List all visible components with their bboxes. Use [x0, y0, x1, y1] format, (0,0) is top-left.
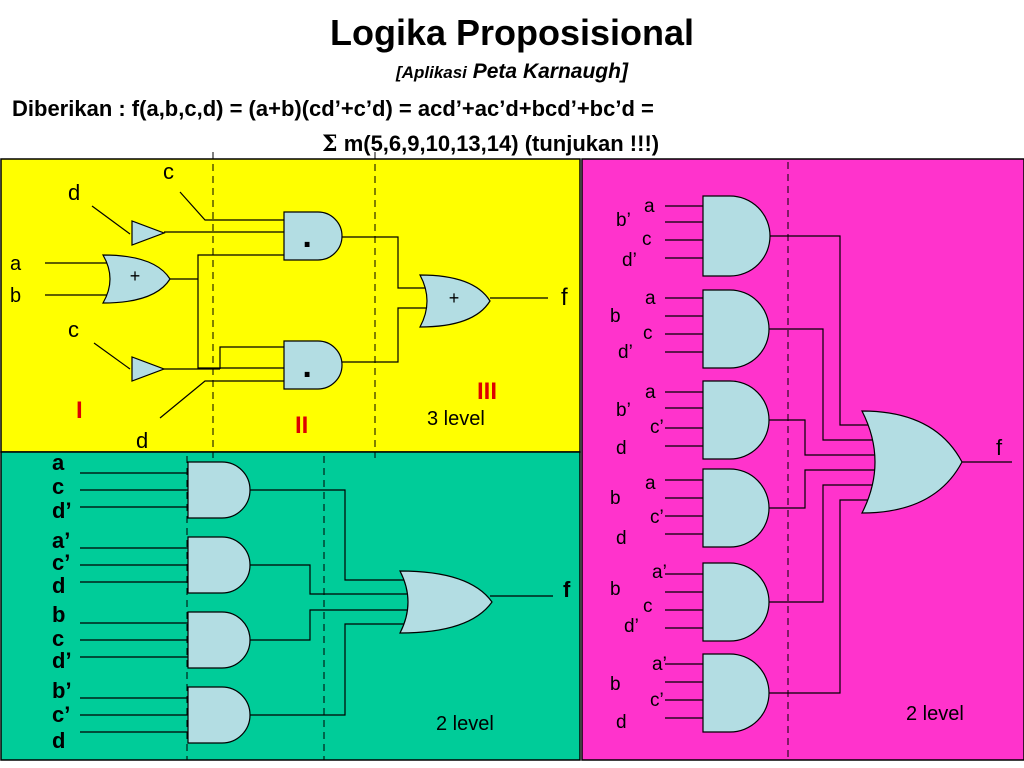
and-gate-magenta-5: [702, 562, 770, 642]
mag-g5-b: b: [610, 579, 621, 600]
mag-g5-d: d’: [624, 616, 639, 637]
mag-g4-b: b: [610, 488, 621, 509]
mag-g4-c: c’: [650, 507, 664, 528]
input-d-bottom-label: d: [136, 428, 148, 453]
mag-g5-a: a’: [652, 562, 667, 583]
page-title: Logika Proposisional: [329, 12, 695, 53]
level-text-magenta: 2 level: [906, 703, 964, 725]
inverter-bottom-gate: [131, 356, 166, 382]
green-g1-in1: a: [52, 450, 65, 475]
output-f-label-green: f: [563, 577, 571, 602]
mag-g1-b: b’: [616, 210, 631, 231]
input-b-label: b: [10, 285, 21, 307]
green-g4-in2: c’: [52, 702, 70, 727]
or-gate-green: [399, 570, 493, 634]
wires-3level: [45, 191, 548, 419]
green-g3-in1: b: [52, 602, 65, 627]
and-gate-top-label: ·: [302, 226, 313, 264]
mag-g1-d: d’: [622, 250, 637, 271]
green-g2-in3: d: [52, 573, 65, 598]
labels-green: a c d’ a’ c’ d b c d’ b’ c’ d f: [52, 450, 571, 753]
mag-g3-a: a: [645, 382, 656, 403]
input-d-top-label: d: [68, 180, 80, 205]
and-gate-magenta-4: [702, 468, 770, 548]
formula-line-2: Σ m(5,6,9,10,13,14) (tunjukan !!!): [322, 131, 659, 157]
formula-line-1: Diberikan : f(a,b,c,d) = (a+b)(cd’+c’d) …: [12, 96, 654, 121]
and-gate-green-4: [187, 686, 251, 744]
input-c-bottom-label: c: [68, 317, 79, 342]
mag-g2-c: c: [643, 323, 653, 344]
green-g3-in3: d’: [52, 648, 72, 673]
and-gate-level2-top: [283, 211, 343, 261]
wires-green: [80, 472, 553, 733]
green-g2-in2: c’: [52, 550, 70, 575]
green-g3-in2: c: [52, 626, 64, 651]
level-text-green: 2 level: [436, 713, 494, 735]
level-III-label: III: [477, 378, 497, 405]
green-g4-in3: d: [52, 728, 65, 753]
input-c-top-label: c: [163, 159, 174, 184]
and-gate-magenta-1: [702, 195, 771, 277]
and-gate-magenta-6: [702, 653, 770, 733]
subtitle-main: Peta Karnaugh]: [472, 60, 628, 83]
mag-g4-a: a: [645, 473, 656, 494]
or-gate-level3: [418, 274, 491, 328]
mag-g2-d: d’: [618, 342, 633, 363]
and-gates-magenta: [702, 195, 771, 733]
formula-minterms: m(5,6,9,10,13,14) (tunjukan !!!): [343, 131, 660, 156]
or-gate-magenta: [861, 410, 963, 514]
page-subtitle: [Aplikasi Peta Karnaugh]: [0, 60, 1024, 84]
mag-g6-c: c’: [650, 690, 664, 711]
inverter-top-gate: [131, 220, 166, 246]
or-gate-level1-label: +: [130, 266, 141, 286]
mag-g6-a: a’: [652, 654, 667, 675]
mag-g2-b: b: [610, 306, 621, 327]
mag-g3-d: d: [616, 438, 627, 459]
mag-g1-c: c: [642, 229, 652, 250]
and-gate-green-3: [187, 611, 251, 669]
mag-g6-b: b: [610, 674, 621, 695]
and-gate-magenta-2: [702, 289, 770, 369]
and-gate-bottom-label: ·: [302, 356, 313, 394]
subtitle-prefix: [Aplikasi: [396, 63, 467, 82]
level-II-label: II: [295, 412, 308, 439]
input-a-label: a: [10, 253, 22, 275]
output-f-label-3level: f: [561, 284, 568, 311]
green-g1-in3: d’: [52, 498, 72, 523]
mag-g5-c: c: [643, 596, 653, 617]
labels-magenta: a b’ c d’ a b c d’ a b’ c’ d a b c’ d a’…: [610, 196, 1003, 733]
level-text-3level: 3 level: [427, 408, 485, 430]
level-I-label: I: [76, 397, 83, 424]
and-gate-magenta-3: [702, 380, 770, 460]
and-gate-green-2: [187, 536, 251, 594]
green-g2-in1: a’: [52, 528, 70, 553]
and-gate-level2-bottom: [283, 340, 343, 390]
panel-3level-background: [0, 158, 581, 453]
or-gate-level3-label: +: [449, 288, 460, 308]
and-gates-green: [187, 461, 251, 744]
and-gate-green-1: [187, 461, 251, 519]
labels-3level: d c a b c d f I II III 3 level: [10, 159, 568, 453]
wires-magenta: [665, 205, 1012, 719]
or-gate-level1: [101, 254, 171, 304]
output-f-label-magenta: f: [996, 435, 1003, 460]
green-g4-in1: b’: [52, 678, 72, 703]
mag-g3-c: c’: [650, 417, 664, 438]
mag-g2-a: a: [645, 288, 656, 309]
mag-g3-b: b’: [616, 400, 631, 421]
mag-g4-d: d: [616, 528, 627, 549]
mag-g6-d: d: [616, 712, 627, 733]
sigma-symbol: Σ: [322, 131, 338, 157]
mag-g1-a: a: [644, 196, 655, 217]
green-g1-in2: c: [52, 474, 64, 499]
